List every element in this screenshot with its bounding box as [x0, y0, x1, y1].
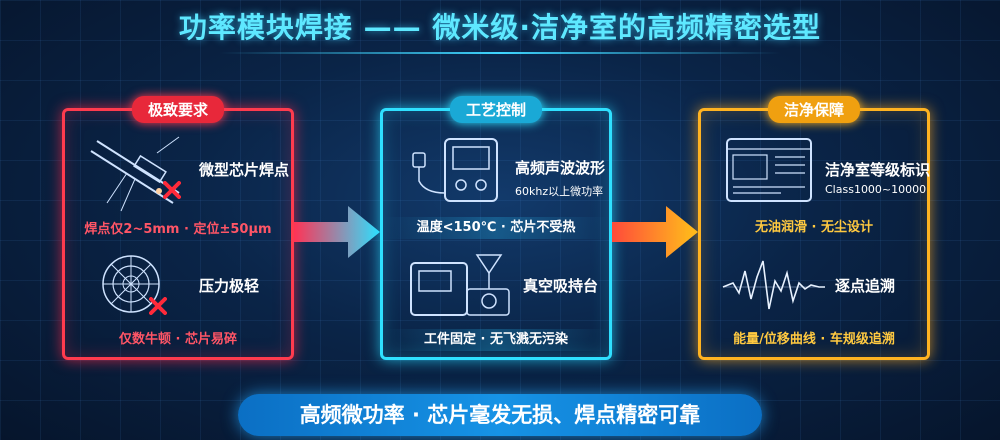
vacuum-table-icon — [410, 254, 510, 316]
bottom-banner: 高频微功率 · 芯片毫发无损、焊点精密可靠 — [238, 394, 762, 436]
band-weld-size: 焊点仅2~5mm · 定位±50μm — [84, 222, 272, 237]
item-light-pressure: 压力极轻 — [199, 277, 260, 295]
item-cleanroom-sub: Class1000~10000 — [825, 183, 927, 196]
crack-target-icon — [102, 255, 160, 313]
band-oil-free: 无油润滑 · 无尘设计 — [755, 220, 873, 235]
chip-weld-needle-icon — [90, 136, 180, 212]
cross-icon — [163, 181, 181, 199]
panel-tag-cyan: 工艺控制 — [449, 96, 543, 123]
band-pressure: 仅数牛顿 · 芯片易碎 — [119, 332, 237, 347]
item-ultrasonic-sub: 60khz以上微功率 — [515, 185, 604, 198]
panel-tag-amber: 洁净保障 — [767, 96, 861, 123]
page-title: 功率模块焊接 —— 微米级·洁净室的高频精密选型 — [178, 11, 822, 44]
panel-clean-assurance: 洁净保障 洁净室等级标识 Class1000~10000 无油润滑 · 无尘设计… — [698, 96, 931, 360]
panel-process-control: 工艺控制 高频声波波形 60khz以上微功率 温度<150℃ · 芯片不受热 真… — [380, 96, 612, 360]
band-temperature: 温度<150℃ · 芯片不受热 — [383, 217, 609, 239]
band-curve-trace: 能量/位移曲线 · 车规级追溯 — [733, 332, 895, 347]
item-cleanroom-class: 洁净室等级标识 — [825, 161, 931, 179]
cross-icon — [149, 297, 167, 315]
item-ultrasonic-waveform: 高频声波波形 — [515, 159, 606, 177]
flow-arrow-1 — [294, 206, 380, 258]
band-fixture: 工件固定 · 无飞溅无污染 — [383, 329, 609, 351]
item-micro-chip-weld: 微型芯片焊点 — [199, 161, 290, 179]
cleanroom-panel-icon — [726, 138, 812, 202]
item-traceability: 逐点追溯 — [835, 277, 896, 295]
item-vacuum-table: 真空吸持台 — [523, 277, 599, 295]
waveform-trace-icon — [722, 260, 825, 310]
panel-extreme-requirements: 极致要求 微型芯片焊点 焊点仅2~5mm · 定位±50μm 压力极轻 仅数牛顿… — [62, 96, 294, 360]
panel-tag-red: 极致要求 — [131, 96, 225, 123]
ultrasonic-generator-icon — [412, 138, 498, 202]
title-underline — [220, 52, 780, 54]
flow-arrow-2 — [612, 206, 698, 258]
